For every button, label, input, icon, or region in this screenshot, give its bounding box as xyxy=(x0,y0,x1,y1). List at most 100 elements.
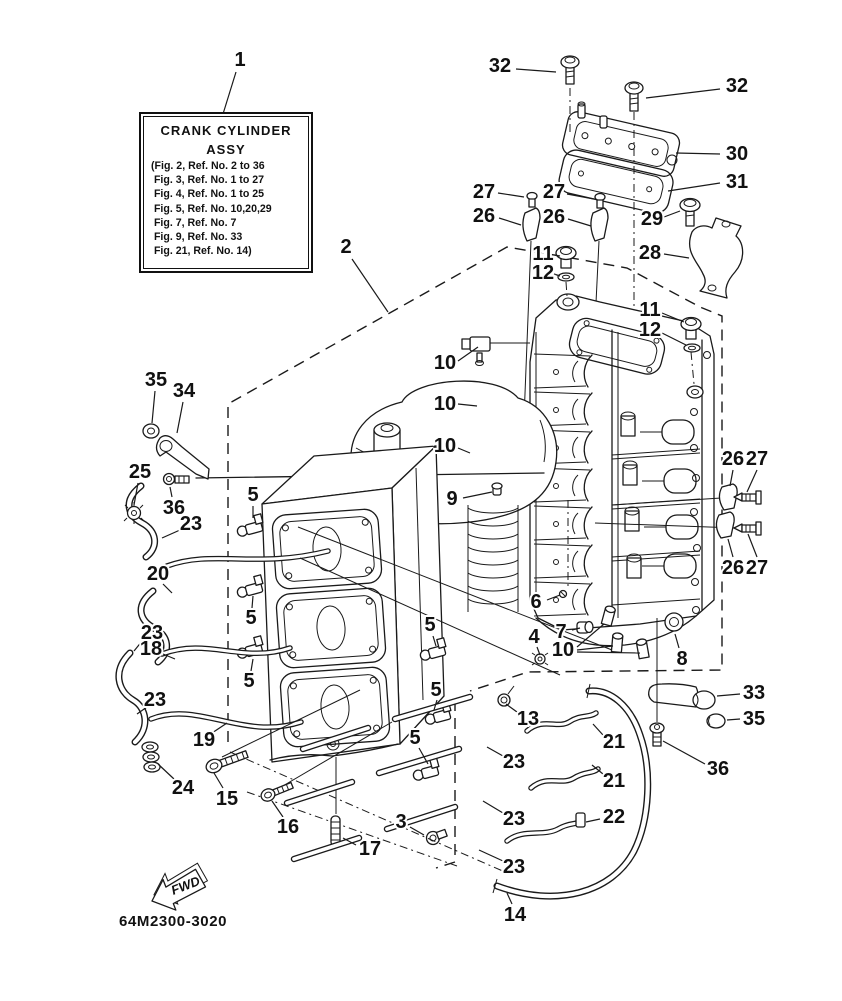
assembly-info-box-inner: CRANK CYLINDER ASSY (Fig. 2, Ref. No. 2 … xyxy=(143,116,309,269)
leader-line xyxy=(133,639,144,652)
leader-line xyxy=(553,273,561,277)
bottom-hardware xyxy=(205,526,613,873)
callout-24: 24 xyxy=(172,777,195,799)
callout-27: 27 xyxy=(746,557,768,579)
leader-line xyxy=(553,254,561,257)
leader-line xyxy=(457,346,479,362)
leader-line xyxy=(151,390,156,424)
callout-14: 14 xyxy=(504,904,527,926)
callout-21: 21 xyxy=(603,770,625,792)
callout-35: 35 xyxy=(145,369,167,391)
bolt-32-right xyxy=(624,81,644,112)
callout-34: 34 xyxy=(173,380,196,402)
leader-line xyxy=(161,529,181,539)
bottom-pipes xyxy=(283,652,652,900)
callout-10: 10 xyxy=(434,393,456,415)
leader-line xyxy=(645,88,721,99)
leader-line xyxy=(133,482,139,506)
leader-line xyxy=(515,68,557,73)
callout-28: 28 xyxy=(639,242,661,264)
info-box-ref: Fig. 9, Ref. No. 33 xyxy=(151,231,243,244)
callout-12: 12 xyxy=(532,262,554,284)
leader-line xyxy=(505,703,518,713)
leader-line xyxy=(457,403,478,407)
callout-36: 36 xyxy=(163,497,185,519)
callout-2: 2 xyxy=(340,236,351,258)
callout-12: 12 xyxy=(639,319,661,341)
info-box-title-line2: ASSY xyxy=(206,142,246,157)
leader-line xyxy=(729,469,734,487)
bolt-29 xyxy=(679,197,701,227)
leader-line xyxy=(661,312,685,323)
plug-9 xyxy=(491,482,503,496)
callout-10: 10 xyxy=(552,639,574,661)
leader-line xyxy=(433,699,438,711)
fwd-arrow: FWD xyxy=(151,862,209,911)
rings-24 xyxy=(141,741,161,773)
leader-line xyxy=(667,182,721,192)
bracket-28 xyxy=(688,217,744,299)
leader-line xyxy=(506,892,513,905)
callout-16: 16 xyxy=(277,816,299,838)
info-box-ref: (Fig. 2, Ref. No. 2 to 36 xyxy=(151,160,265,172)
leader-line xyxy=(482,800,504,814)
leader-line xyxy=(136,706,148,715)
callout-5: 5 xyxy=(424,614,435,636)
head-gasket-art xyxy=(558,149,674,214)
callout-26: 26 xyxy=(722,448,744,470)
callout-13: 13 xyxy=(517,708,539,730)
callout-32: 32 xyxy=(489,55,511,77)
screw-27-bottom xyxy=(733,521,762,536)
leader-line xyxy=(351,258,389,313)
leader-line xyxy=(576,645,614,651)
leader-line xyxy=(342,837,357,846)
leader-line xyxy=(716,693,741,697)
fittings-5 xyxy=(236,513,452,846)
crankcase-art xyxy=(529,293,715,647)
callout-5: 5 xyxy=(247,484,258,506)
leader-line xyxy=(571,627,581,631)
leader-line xyxy=(162,653,176,660)
leader-line xyxy=(727,538,734,558)
callout-27: 27 xyxy=(746,448,768,470)
leader-line xyxy=(271,800,284,818)
leader-line xyxy=(576,651,641,654)
callout-27: 27 xyxy=(473,181,495,203)
callout-11: 11 xyxy=(532,243,553,265)
leader-line xyxy=(251,595,254,609)
leader-line xyxy=(462,491,493,499)
info-box-ref: Fig. 4, Ref. No. 1 to 25 xyxy=(151,188,265,201)
leader-line xyxy=(162,583,173,594)
anode-bolt-left xyxy=(555,245,577,297)
callout-23: 23 xyxy=(180,513,202,535)
leader-line xyxy=(746,469,758,493)
assembly-boundary-dashed xyxy=(227,246,723,869)
callout-26: 26 xyxy=(722,557,744,579)
leader-line xyxy=(567,218,592,227)
leader-line xyxy=(157,763,175,780)
leader-line xyxy=(585,818,601,823)
leader-line xyxy=(675,152,721,155)
callout-17: 17 xyxy=(359,838,381,860)
leader-line xyxy=(747,533,758,558)
head-cover-art xyxy=(558,55,681,328)
leader-line xyxy=(213,772,224,789)
callout-23: 23 xyxy=(503,751,525,773)
leader-line xyxy=(486,746,504,757)
callout-7: 7 xyxy=(555,621,566,643)
bolt-15 xyxy=(205,750,249,774)
callout-23: 23 xyxy=(503,808,525,830)
callout-5: 5 xyxy=(243,670,254,692)
leader-line xyxy=(576,623,605,648)
callout-3: 3 xyxy=(395,811,406,833)
callout-18: 18 xyxy=(140,638,162,660)
callout-23: 23 xyxy=(141,622,163,644)
info-box-ref: Fig. 7, Ref. No. 7 xyxy=(151,216,237,229)
plugs-bottom-right xyxy=(491,482,684,660)
leader-line xyxy=(663,210,681,218)
leader-line xyxy=(661,332,687,346)
leader-line xyxy=(418,747,429,765)
